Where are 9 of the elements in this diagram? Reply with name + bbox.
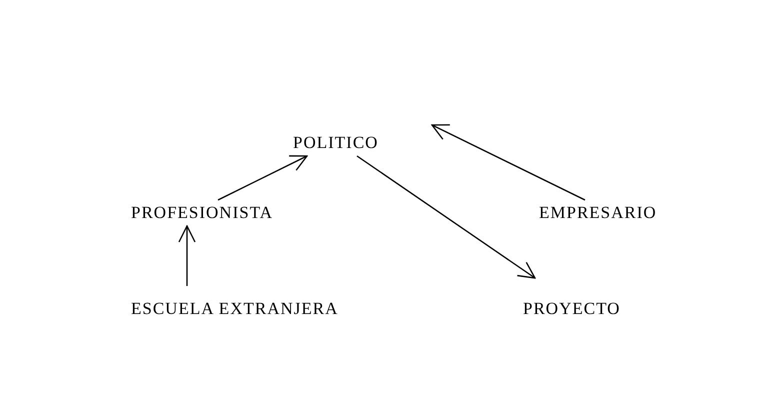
arrow <box>356 155 536 279</box>
node-label: PROYECTO <box>523 299 620 319</box>
node-label: POLITICO <box>293 133 378 153</box>
node-label: PROFESIONISTA <box>131 203 273 223</box>
arrow <box>431 124 586 201</box>
node-label: EMPRESARIO <box>539 203 657 223</box>
node-label: ESCUELA EXTRANJERA <box>131 299 338 319</box>
arrow <box>178 225 196 286</box>
arrow <box>218 155 308 201</box>
